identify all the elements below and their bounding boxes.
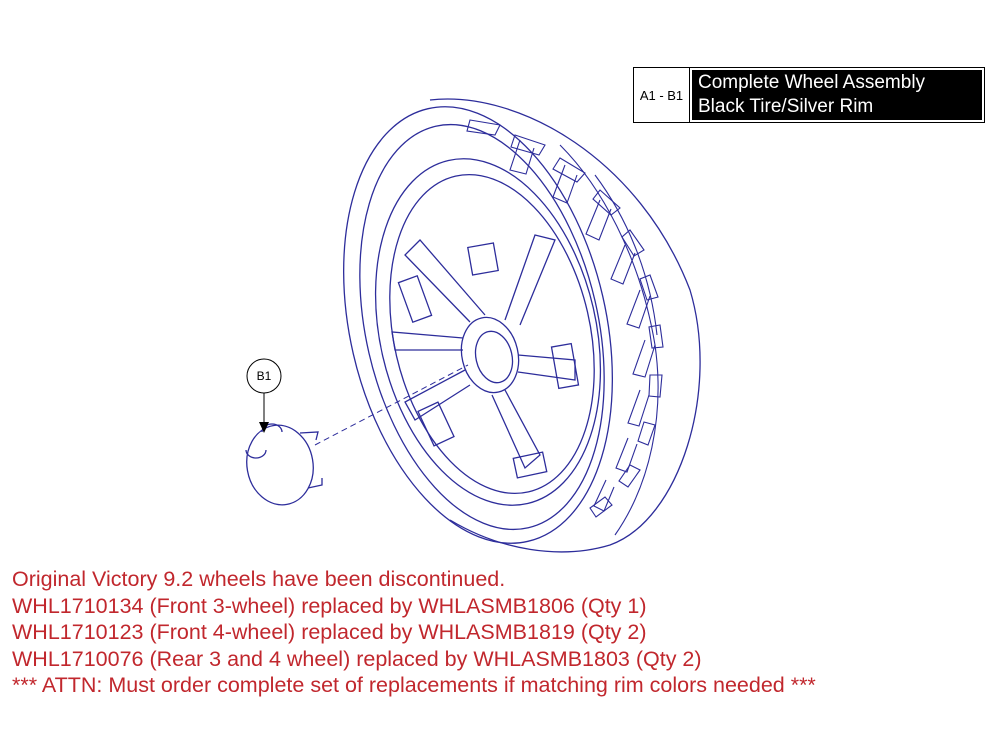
note-line: Original Victory 9.2 wheels have been di…	[12, 567, 506, 591]
hub-outer	[460, 316, 520, 394]
tire-tread	[466, 119, 664, 536]
note-line: WHL1710134 (Front 3-wheel) replaced by W…	[12, 593, 647, 618]
wheel-exploded-drawing: B1	[245, 98, 701, 553]
legend-code: A1 - B1	[634, 68, 690, 122]
note-line: WHL1710076 (Rear 3 and 4 wheel) replaced…	[12, 646, 702, 671]
legend-line-1: Complete Wheel Assembly	[698, 72, 926, 93]
hub-inner	[474, 330, 514, 384]
tire-outer-edge	[429, 98, 701, 553]
part-legend: A1 - B1 Complete Wheel Assembly Black Ti…	[633, 67, 985, 123]
tire-sidewall-inner	[359, 123, 605, 531]
axis-line	[314, 364, 469, 446]
note-line: WHL1710123 (Front 4-wheel) replaced by W…	[12, 620, 647, 644]
callout-arrowhead	[259, 422, 269, 433]
note-line: *** ATTN: Must order complete set of rep…	[12, 673, 816, 697]
rim-outer	[374, 158, 602, 506]
replacement-notes: Original Victory 9.2 wheels have been di…	[12, 566, 992, 699]
tire-sidewall	[343, 106, 613, 544]
rim-spokes	[391, 234, 580, 479]
rim-inner	[389, 173, 595, 495]
legend-line-2: Black Tire/Silver Rim	[698, 96, 874, 117]
callout-label: B1	[257, 369, 272, 383]
legend-description: Complete Wheel Assembly Black Tire/Silve…	[692, 70, 982, 120]
hub-cap	[245, 423, 323, 506]
